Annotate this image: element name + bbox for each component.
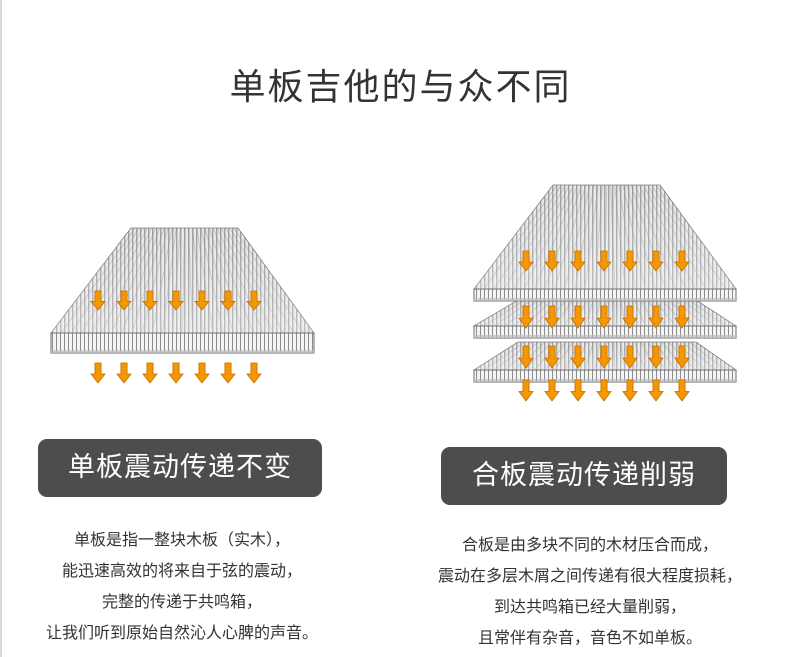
vibration-arrow-icon xyxy=(622,345,638,369)
solid-board-diagram xyxy=(50,227,315,384)
vibration-arrow-icon xyxy=(246,290,262,311)
vibration-arrow-icon xyxy=(90,362,106,384)
left-edge-rule xyxy=(0,0,2,657)
plank-edge-shadow xyxy=(474,298,736,301)
solid-board-description: 单板是指一整块木板（实木）， 能迅速高效的将来自于弦的震动， 完整的传递于共鸣箱… xyxy=(8,524,356,648)
vibration-arrow-icon xyxy=(648,379,664,402)
vibration-arrow-icon xyxy=(674,250,690,272)
plank-edge-shadow xyxy=(474,335,736,338)
plank-top-shade xyxy=(474,185,736,289)
vibration-arrow-icon xyxy=(194,362,210,384)
vibration-arrow-icon xyxy=(220,362,236,384)
page-title: 单板吉他的与众不同 xyxy=(229,67,572,108)
vibration-arrow-icon xyxy=(622,305,638,329)
vibration-arrow-icon xyxy=(674,345,690,369)
vibration-arrow-icon xyxy=(116,290,132,311)
description-line: 让我们听到原始自然沁人心脾的声音。 xyxy=(45,623,318,642)
vibration-arrow-icon xyxy=(674,305,690,329)
vibration-arrow-icon xyxy=(570,250,586,272)
vibration-arrow-icon xyxy=(194,290,210,311)
vibration-arrow-icon xyxy=(518,250,534,272)
description-line: 且常伴有杂音，音色不如单板。 xyxy=(477,628,702,647)
description-line: 合板是由多块不同的木材压合而成， xyxy=(461,535,718,554)
vibration-arrow-icon xyxy=(544,379,560,402)
vibration-arrow-icon xyxy=(168,362,184,384)
vibration-arrow-icon xyxy=(518,305,534,329)
vibration-arrow-icon xyxy=(596,250,612,272)
vibration-arrow-icon xyxy=(142,362,158,384)
vibration-arrow-icon xyxy=(570,379,586,402)
vibration-arrow-icon xyxy=(648,305,664,329)
description-line: 完整的传递于共鸣箱， xyxy=(101,592,262,611)
vibration-arrow-icon xyxy=(116,362,132,384)
solid-board-label: 单板震动传递不变 xyxy=(38,439,322,497)
vibration-arrow-icon xyxy=(596,305,612,329)
vibration-arrow-icon xyxy=(220,290,236,311)
plank-top-shade xyxy=(51,228,314,333)
vibration-arrow-icon xyxy=(142,290,158,311)
vibration-arrow-icon xyxy=(246,362,262,384)
description-line: 单板是指一整块木板（实木）， xyxy=(73,530,290,549)
vibration-arrow-icon xyxy=(622,250,638,272)
vibration-arrow-icon xyxy=(648,250,664,272)
vibration-arrow-icon xyxy=(570,345,586,369)
vibration-arrow-icon xyxy=(648,345,664,369)
vibration-arrow-icon xyxy=(518,379,534,402)
vibration-arrow-icon xyxy=(544,250,560,272)
wood-plank xyxy=(473,184,737,302)
vibration-arrow-icon xyxy=(90,290,106,311)
vibration-arrow-icon xyxy=(596,379,612,402)
laminated-board-description: 合板是由多块不同的木材压合而成， 震动在多层木屑之间传递有很大程度损耗， 到达共… xyxy=(410,529,770,653)
vibration-arrow-icon xyxy=(622,379,638,402)
description-line: 能迅速高效的将来自于弦的震动， xyxy=(61,561,302,580)
vibration-arrow-icon xyxy=(596,345,612,369)
laminated-board-diagram xyxy=(472,184,738,402)
laminated-board-label: 合板震动传递削弱 xyxy=(441,447,727,505)
vibration-arrow-icon xyxy=(168,290,184,311)
plank-edge-shadow xyxy=(51,350,314,353)
vibration-arrow-icon xyxy=(518,345,534,369)
wood-plank xyxy=(50,227,315,354)
description-line: 到达共鸣箱已经大量削弱， xyxy=(493,597,686,616)
vibration-arrow-icon xyxy=(544,345,560,369)
vibration-arrow-icon xyxy=(674,379,690,402)
description-line: 震动在多层木屑之间传递有很大程度损耗， xyxy=(437,566,742,585)
vibration-arrow-icon xyxy=(544,305,560,329)
vibration-arrow-icon xyxy=(570,305,586,329)
